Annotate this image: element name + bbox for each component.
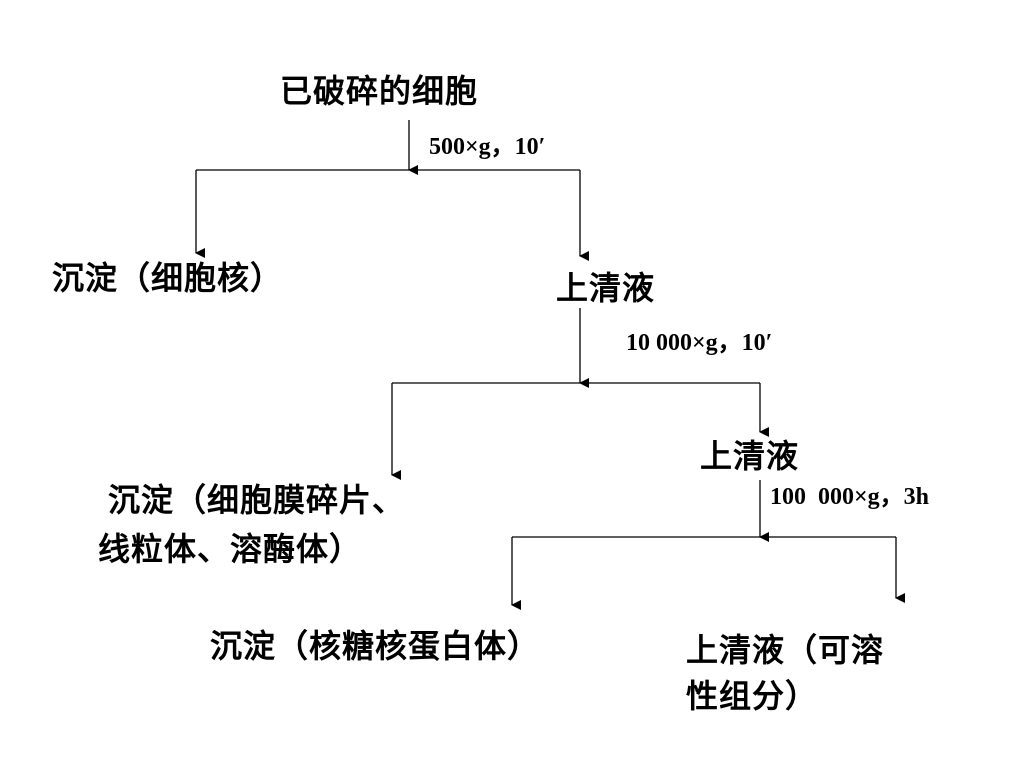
node-pellet-membranes-line1: 沉淀（细胞膜碎片、 xyxy=(108,481,406,519)
node-broken-cells: 已破碎的细胞 xyxy=(280,72,479,110)
node-supernatant-soluble-line1: 上清液（可溶 xyxy=(686,631,885,669)
node-supernatant-soluble-line2: 性组分） xyxy=(686,677,819,715)
condition-step-1: 500×g，10′ xyxy=(429,134,546,160)
node-supernatant-2: 上清液 xyxy=(700,437,800,475)
node-pellet-nucleus: 沉淀（细胞核） xyxy=(52,259,284,297)
node-pellet-membranes-line2: 线粒体、溶酶体） xyxy=(98,530,363,568)
node-pellet-ribosomes: 沉淀（核糖核蛋白体） xyxy=(210,627,541,665)
node-supernatant-1: 上清液 xyxy=(556,269,656,307)
condition-step-3: 100 000×g，3h xyxy=(770,484,930,510)
condition-step-2: 10 000×g，10′ xyxy=(626,330,773,356)
